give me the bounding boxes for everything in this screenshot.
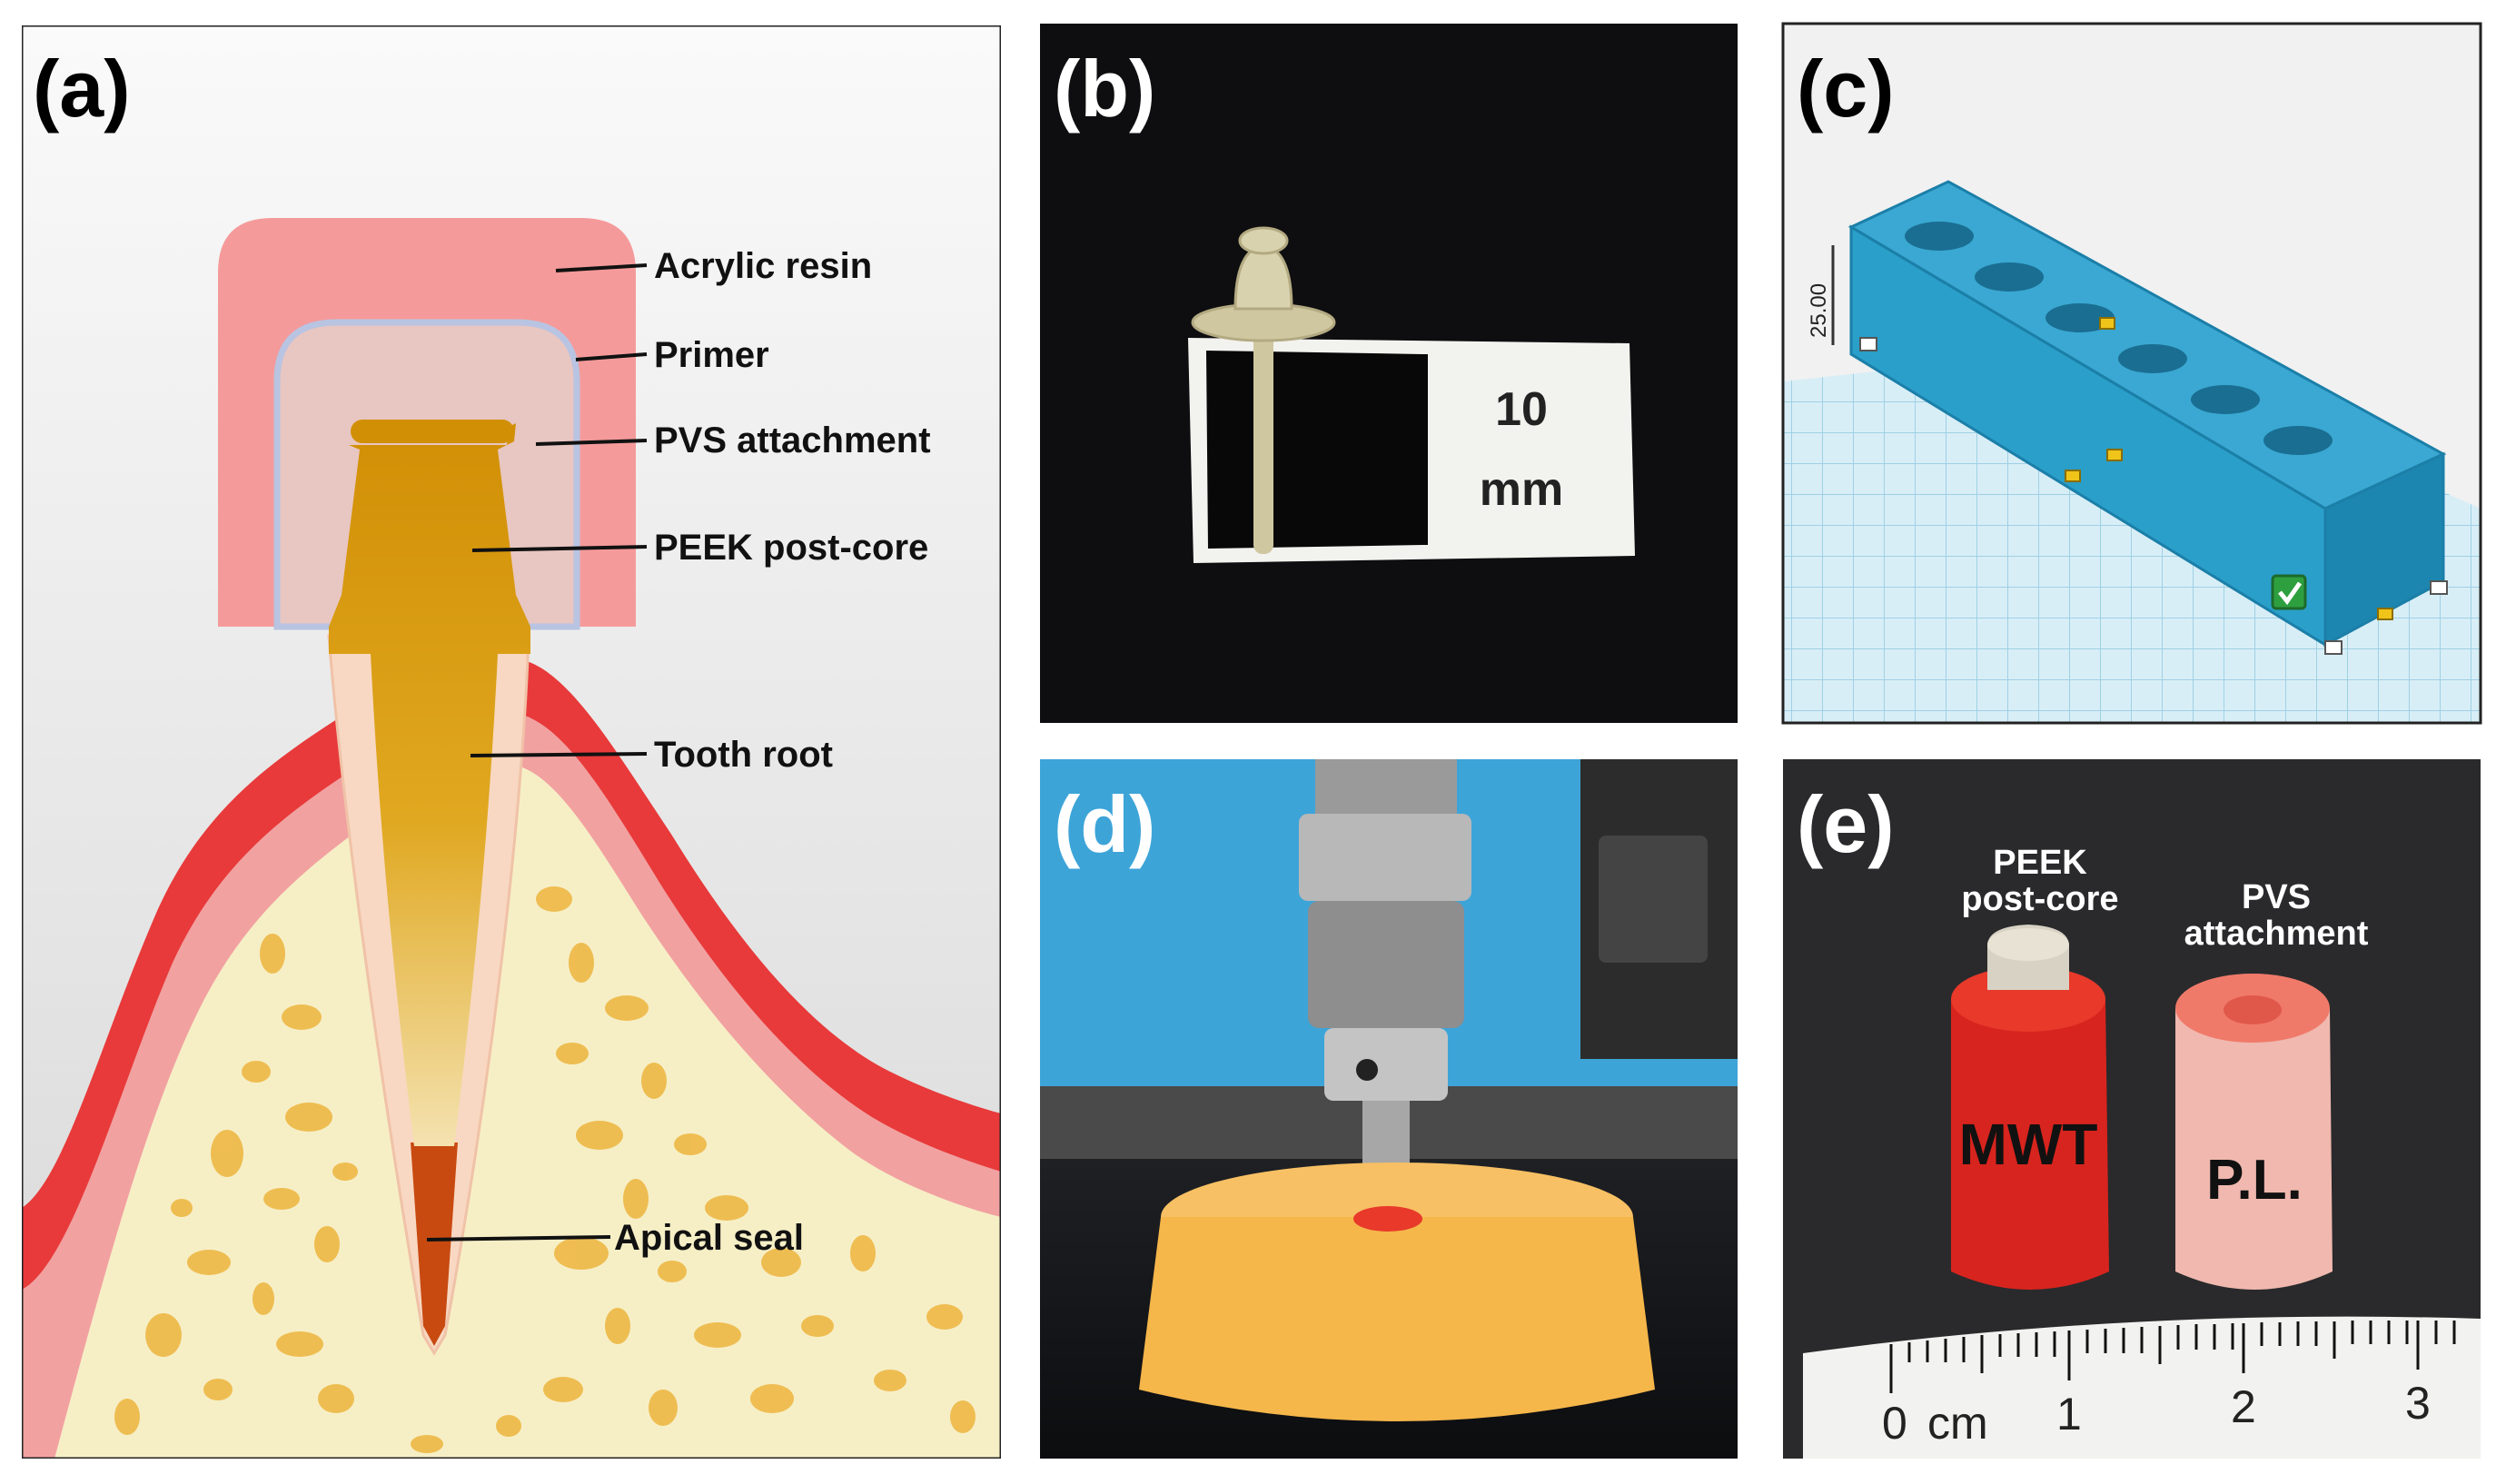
callout-peek-post-core: PEEK post-core xyxy=(654,528,928,568)
chuck-key-hole xyxy=(1356,1059,1378,1081)
ruler xyxy=(1803,1316,2481,1459)
specimen-right-hole xyxy=(2224,995,2282,1024)
check-icon xyxy=(2271,574,2307,610)
callout-pvs-attachment: PVS attachment xyxy=(654,420,931,460)
specimen-right-marking: P.L. xyxy=(2206,1149,2303,1212)
ruler-label-1: 1 xyxy=(2056,1389,2082,1439)
panel-a-label: (a) xyxy=(33,44,131,134)
panel-d-bracket xyxy=(1599,836,1708,963)
panel-b: 10 mm (b) xyxy=(1040,24,1738,723)
resin-base-body xyxy=(1139,1217,1655,1421)
chuck-upper xyxy=(1299,814,1471,901)
dimension-label: 25.00 xyxy=(1807,283,1831,338)
ruler-ticks xyxy=(1889,1321,2456,1393)
label-pvs-line1: PVS xyxy=(2242,878,2311,916)
leader-lines xyxy=(426,263,648,1242)
post-sample-shaft xyxy=(1253,327,1273,554)
chuck-jaw xyxy=(1324,1028,1448,1101)
callout-primer: Primer xyxy=(654,335,769,375)
post-sample-top xyxy=(1238,226,1289,255)
panel-a: (a) Acrylic resin Primer PVS attachment … xyxy=(22,25,1001,1459)
spindle xyxy=(1315,759,1457,814)
callout-tooth-root: Tooth root xyxy=(654,735,833,775)
panel-c-border xyxy=(1781,22,2482,725)
panel-e: MWT P.L. 0 cm 1 2 xyxy=(1783,759,2481,1459)
callout-acrylic-resin: Acrylic resin xyxy=(654,246,872,286)
selection-handles xyxy=(2065,317,2393,620)
ruler-label-0: 0 xyxy=(1882,1398,1907,1449)
panel-c-label: (c) xyxy=(1797,44,1895,134)
scale-card-edge xyxy=(1422,354,1428,545)
scale-card-black-bar xyxy=(1206,351,1422,549)
panel-b-label: (b) xyxy=(1054,44,1155,134)
scale-unit: mm xyxy=(1480,463,1563,516)
specimen-left-post-top xyxy=(1987,928,2069,961)
scale-number: 10 xyxy=(1495,383,1548,436)
label-pvs-line2: attachment xyxy=(2184,915,2369,953)
specimen-left-marking: MWT xyxy=(1959,1112,2098,1177)
bone-layer xyxy=(54,764,1001,1459)
peek-post-core xyxy=(329,423,530,1146)
callout-apical-seal: Apical seal xyxy=(614,1218,804,1258)
chuck-collar xyxy=(1308,901,1464,1028)
label-peek-line1: PEEK xyxy=(1993,844,2087,882)
apical-seal xyxy=(411,1143,458,1346)
corner-handles xyxy=(1859,337,2448,655)
label-peek-line2: post-core xyxy=(1961,880,2118,918)
panel-c: 25.00 (c) xyxy=(1781,22,2482,725)
bone-pores xyxy=(114,886,976,1453)
panel-d-label: (d) xyxy=(1054,779,1155,869)
check-mark-icon xyxy=(2278,581,2303,606)
specimen-right-body xyxy=(2175,1008,2333,1290)
resin-base-hole xyxy=(1353,1206,1422,1232)
panel-e-label: (e) xyxy=(1797,779,1895,869)
post-core-head xyxy=(351,420,514,443)
ruler-label-2: 2 xyxy=(2231,1381,2256,1432)
ruler-label-3: 3 xyxy=(2405,1378,2431,1429)
specimen-left-body xyxy=(1951,999,2109,1290)
ruler-label-cm: cm xyxy=(1927,1398,1988,1449)
block-wells xyxy=(1905,222,2333,455)
panel-d: (d) xyxy=(1040,759,1738,1459)
